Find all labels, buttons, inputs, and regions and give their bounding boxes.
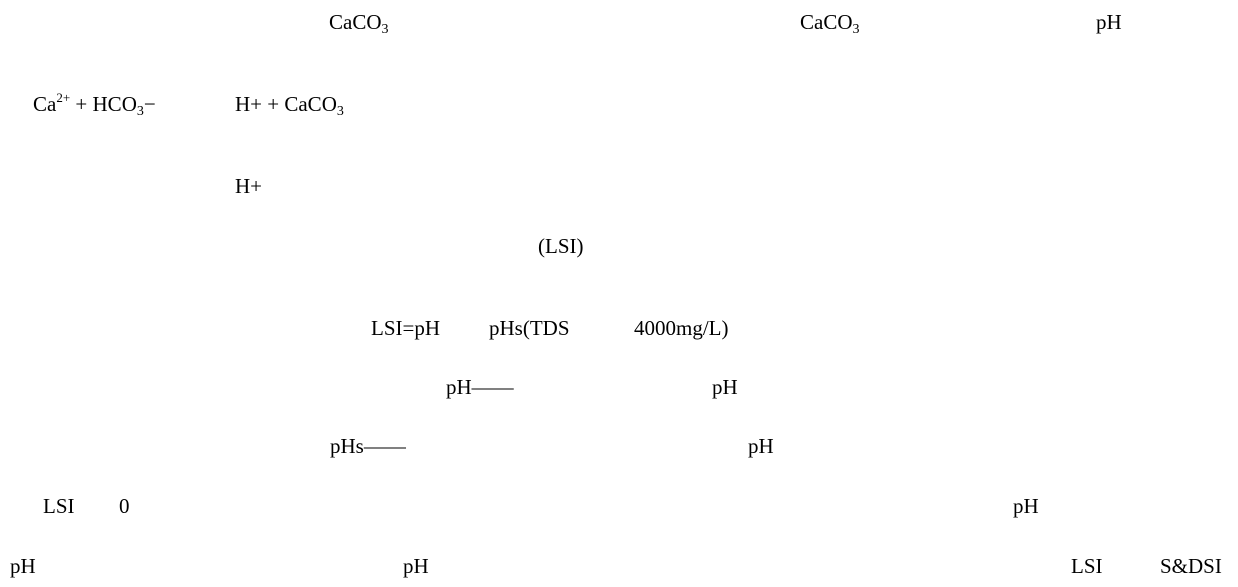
ph-term-right: pH: [1013, 494, 1039, 518]
lsi-abbreviation: (LSI): [538, 234, 584, 258]
phs-definition-value: pH: [748, 434, 774, 458]
phs-definition-term: pHs——: [330, 434, 406, 458]
reaction-right-side: H+ + CaCO3: [235, 92, 344, 119]
ph-definition-value: pH: [712, 375, 738, 399]
lsi-formula-left: LSI=pH: [371, 316, 441, 340]
formula-caco3-right: CaCO3: [800, 10, 860, 37]
ph-term-left: pH: [10, 554, 36, 578]
ph-definition-term: pH——: [446, 375, 514, 399]
ph-label: pH: [1096, 10, 1122, 34]
lsi-term-right: LSI: [1071, 554, 1103, 578]
sdsi-term: S&DSI: [1160, 554, 1222, 578]
hydrogen-ion: H+: [235, 174, 263, 198]
ph-term-middle: pH: [403, 554, 429, 578]
reaction-left-side: Ca2+ + HCO3−: [33, 90, 156, 119]
formula-caco3-left: CaCO3: [329, 10, 389, 37]
tds-limit: 4000mg/L): [634, 316, 729, 340]
lsi-term: LSI: [43, 494, 75, 518]
lsi-formula-right: pHs(TDS: [489, 316, 570, 340]
zero-value: 0: [119, 494, 130, 518]
